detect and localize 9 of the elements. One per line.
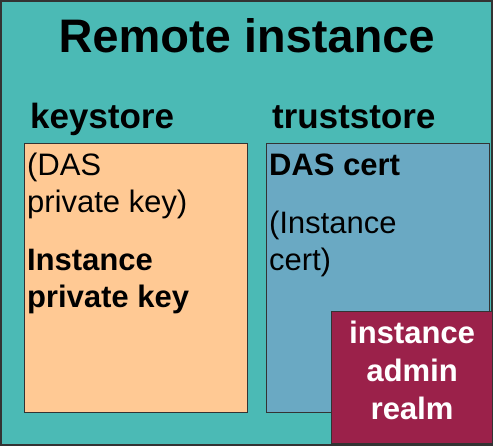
store-entry: (Instance cert) [269,204,398,278]
realm-label: instance admin realm [348,314,476,428]
store-entry: DAS cert [269,146,400,183]
realm-box [331,311,493,444]
store-entry: (DAS private key) [27,146,188,220]
store-heading: keystore [30,96,174,138]
store-heading: truststore [272,96,436,138]
store-entry: Instance private key [27,241,190,315]
node-title: Remote instance [57,8,436,64]
